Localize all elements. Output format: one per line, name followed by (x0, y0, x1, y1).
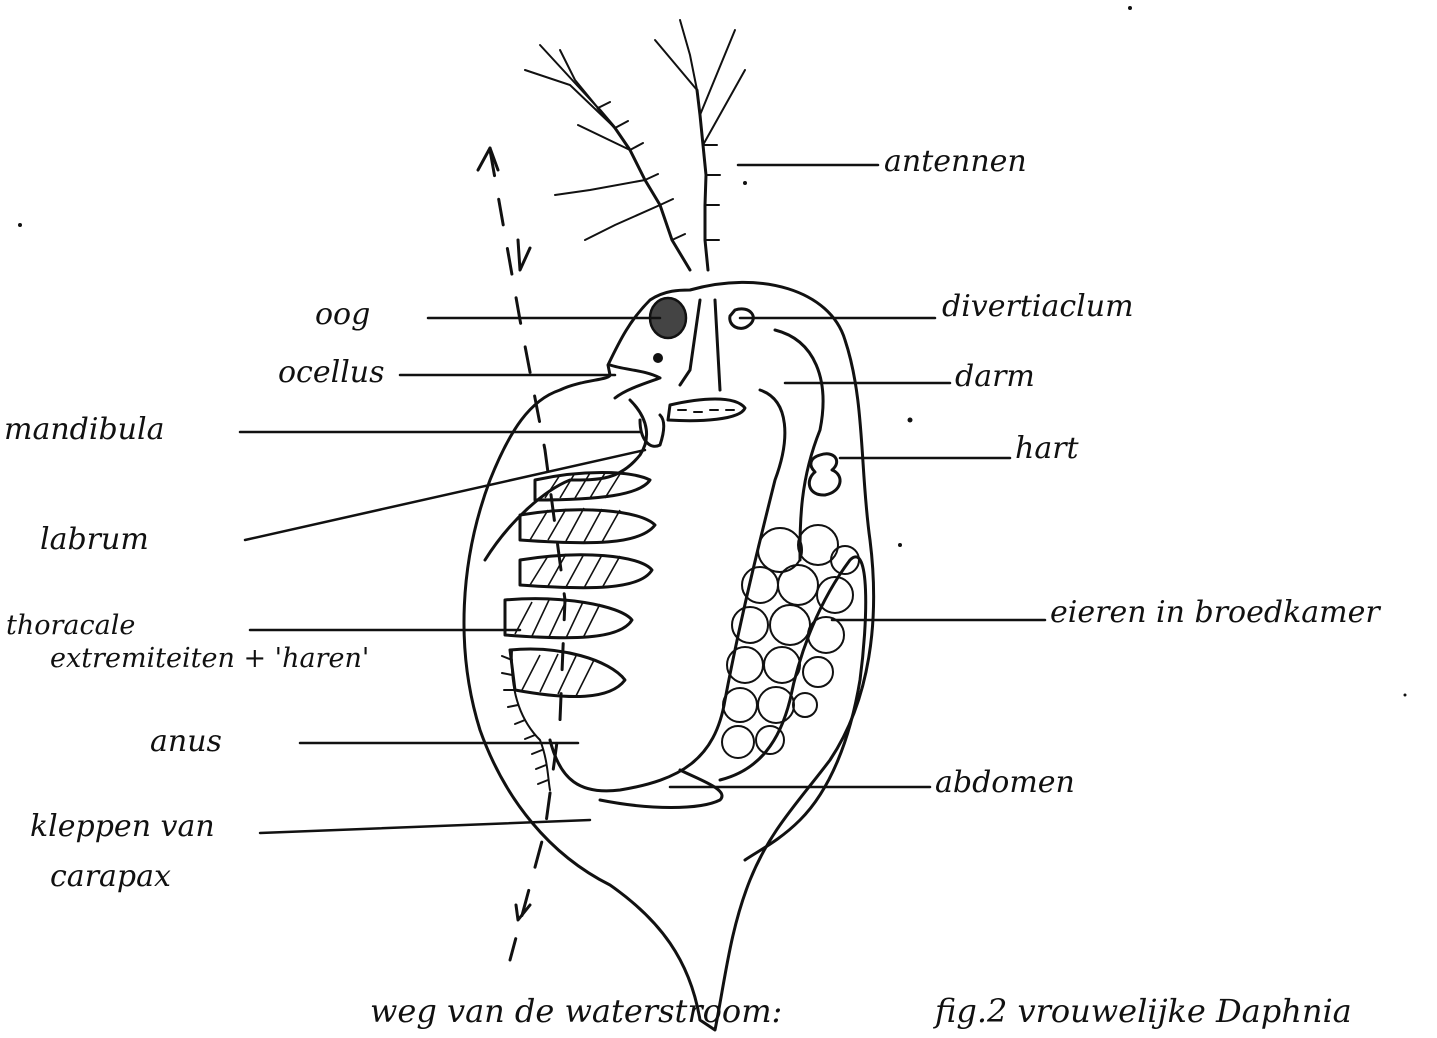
figure-caption: fig.2 vrouwelijke Daphnia (935, 992, 1352, 1030)
label-kleppen: kleppen van (30, 812, 215, 842)
label-mandibula: mandibula (4, 415, 164, 445)
leader-lines (240, 165, 1045, 833)
label-darm: darm (955, 362, 1035, 392)
label-abdomen: abdomen (935, 768, 1075, 798)
body-outline (464, 282, 874, 1030)
caption-water-path: weg van de waterstroom: (370, 992, 782, 1030)
label-eieren: eieren in broedkamer (1050, 598, 1380, 628)
label-antennen: antennen (884, 147, 1027, 177)
label-labrum: labrum (40, 525, 149, 555)
heart-drawing (809, 454, 840, 495)
eggs-drawing (722, 525, 859, 758)
label-thoracale: thoracale (6, 612, 135, 639)
label-carapax: carapax (50, 862, 171, 892)
specks (18, 6, 1407, 697)
label-hart: hart (1015, 434, 1079, 464)
label-oog: oog (315, 300, 370, 330)
label-divertiaclum: divertiaclum (942, 292, 1134, 322)
label-anus: anus (150, 727, 222, 757)
dashed-arrow-icon (478, 148, 565, 960)
antennae-drawing (525, 20, 745, 270)
label-extremiteiten: extremiteiten + 'haren' (50, 645, 369, 672)
label-ocellus: ocellus (278, 358, 385, 388)
